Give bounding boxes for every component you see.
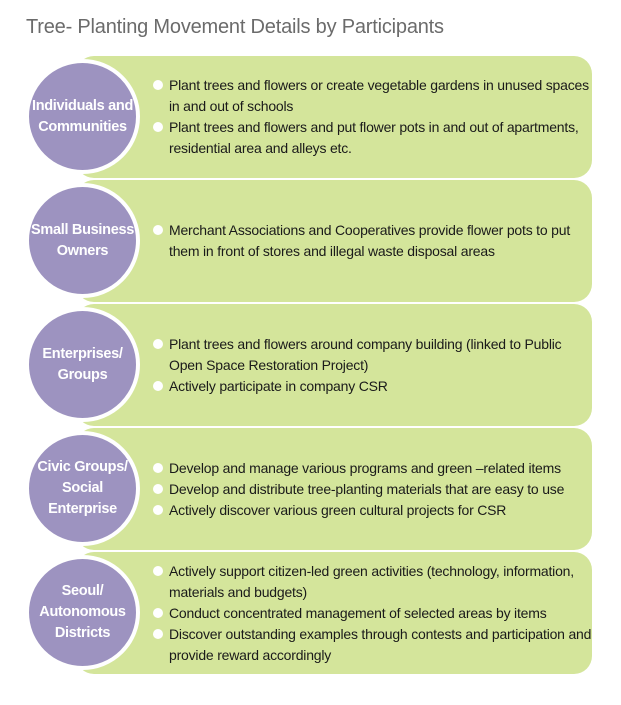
details-panel	[76, 56, 592, 178]
bullet-text: Actively participate in company CSR	[169, 377, 388, 394]
bullet-text: Merchant Associations and Cooperatives p…	[169, 222, 571, 259]
participant-badge: Small Business Owners	[25, 183, 140, 298]
bullet-item: Merchant Associations and Cooperatives p…	[153, 220, 593, 262]
bullet-list: Plant trees and flowers around company b…	[153, 304, 593, 426]
bullet-item: Actively support citizen-led green activ…	[153, 561, 593, 603]
participant-label: Civic Groups/ Social Enterprise	[37, 459, 128, 517]
bullet-text: Discover outstanding examples through co…	[169, 625, 592, 663]
bullet-dot-icon	[153, 338, 163, 349]
participant-row-enterprises: Enterprises/ Groups Plant trees and flow…	[0, 304, 621, 426]
bullet-text: Develop and manage various programs and …	[169, 459, 561, 476]
bullet-list: Plant trees and flowers or create vegeta…	[153, 56, 593, 178]
bullet-item: Plant trees and flowers around company b…	[153, 334, 593, 376]
bullet-dot-icon	[153, 462, 163, 473]
bullet-dot-icon	[153, 483, 163, 494]
bullet-dot-icon	[153, 628, 163, 639]
participant-label: Seoul/ Autonomous Districts	[39, 583, 126, 641]
participant-row-civic-groups: Civic Groups/ Social Enterprise Develop …	[0, 428, 621, 550]
participant-label: Individuals and Communities	[31, 97, 134, 135]
bullet-list: Develop and manage various programs and …	[153, 428, 593, 550]
participant-row-individuals: Individuals and Communities Plant trees …	[0, 56, 621, 178]
bullet-dot-icon	[153, 122, 163, 132]
bullet-text: Actively discover various green cultural…	[169, 501, 507, 518]
bullet-item: Plant trees and flowers and put flower p…	[153, 117, 593, 159]
bullet-dot-icon	[153, 80, 163, 90]
bullet-text: Plant trees and flowers or create vegeta…	[169, 77, 589, 114]
bullet-list: Actively support citizen-led green activ…	[153, 552, 593, 674]
bullet-text: Conduct concentrated management of selec…	[169, 604, 547, 621]
bullet-text: Actively support citizen-led green activ…	[169, 562, 574, 600]
bullet-item: Actively participate in company CSR	[153, 376, 593, 397]
bullet-item: Conduct concentrated management of selec…	[153, 603, 593, 624]
page-title: Tree- Planting Movement Details by Parti…	[26, 16, 444, 38]
participant-row-small-business: Small Business Owners Merchant Associati…	[0, 180, 621, 302]
bullet-text: Plant trees and flowers around company b…	[169, 335, 562, 373]
participant-label: Small Business Owners	[31, 221, 134, 259]
bullet-dot-icon	[153, 565, 163, 576]
participant-badge: Individuals and Communities	[25, 59, 140, 174]
bullet-text: Plant trees and flowers and put flower p…	[169, 119, 579, 156]
participant-badge: Seoul/ Autonomous Districts	[25, 555, 140, 670]
bullet-list: Merchant Associations and Cooperatives p…	[153, 180, 593, 302]
details-panel	[76, 304, 592, 426]
bullet-item: Develop and distribute tree-planting mat…	[153, 479, 593, 500]
details-panel	[76, 180, 592, 302]
participant-badge: Enterprises/ Groups	[25, 307, 140, 422]
bullet-dot-icon	[153, 225, 163, 235]
bullet-item: Discover outstanding examples through co…	[153, 624, 593, 666]
bullet-dot-icon	[153, 380, 163, 391]
bullet-dot-icon	[153, 504, 163, 515]
bullet-item: Actively discover various green cultural…	[153, 500, 593, 521]
bullet-item: Develop and manage various programs and …	[153, 458, 593, 479]
bullet-item: Plant trees and flowers or create vegeta…	[153, 75, 593, 117]
participant-badge: Civic Groups/ Social Enterprise	[25, 431, 140, 546]
participant-label: Enterprises/ Groups	[42, 345, 123, 383]
bullet-dot-icon	[153, 607, 163, 618]
bullet-text: Develop and distribute tree-planting mat…	[169, 480, 565, 497]
participant-row-seoul: Seoul/ Autonomous Districts Actively sup…	[0, 552, 621, 674]
